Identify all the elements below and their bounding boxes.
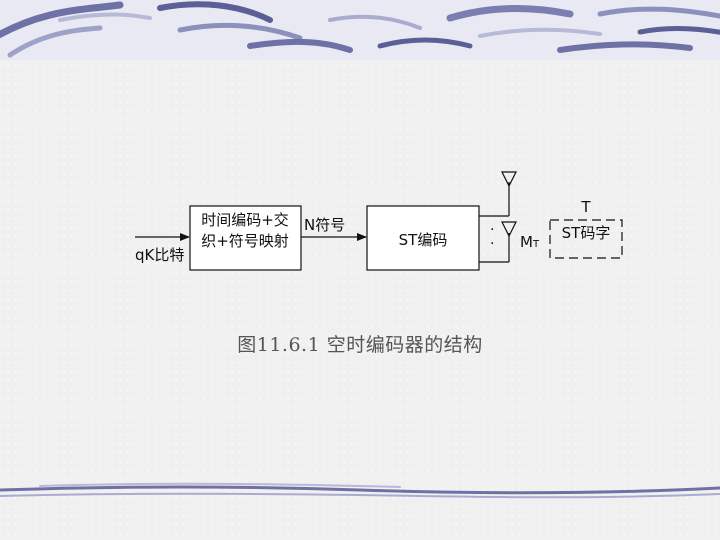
mid-label: N符号 <box>304 216 345 234</box>
codeword-label: ST码字 <box>562 224 611 242</box>
top-decoration <box>0 0 720 60</box>
block1-line1: 时间编码+交 <box>201 211 289 229</box>
swoosh-pattern-top <box>0 0 720 60</box>
ellipsis-dot-2: · <box>490 236 494 252</box>
figure-caption: 图11.6.1 空时编码器的结构 <box>237 334 483 356</box>
interleave-mapping-block <box>189 205 302 271</box>
block2-label: ST编码 <box>399 231 448 249</box>
antenna-count-label: MT <box>520 233 540 251</box>
t-label: T <box>580 198 591 216</box>
input-label: qK比特 <box>135 246 184 264</box>
ellipsis-dot-1: · <box>490 222 494 238</box>
antenna-bottom-icon <box>501 221 517 238</box>
swoosh-pattern-bottom <box>0 482 720 499</box>
block1-line2: 织+符号映射 <box>201 232 289 250</box>
codeword-box <box>549 219 623 259</box>
antenna-top-icon <box>501 171 517 188</box>
st-encoder-block <box>366 205 480 271</box>
bottom-decoration <box>0 478 720 508</box>
